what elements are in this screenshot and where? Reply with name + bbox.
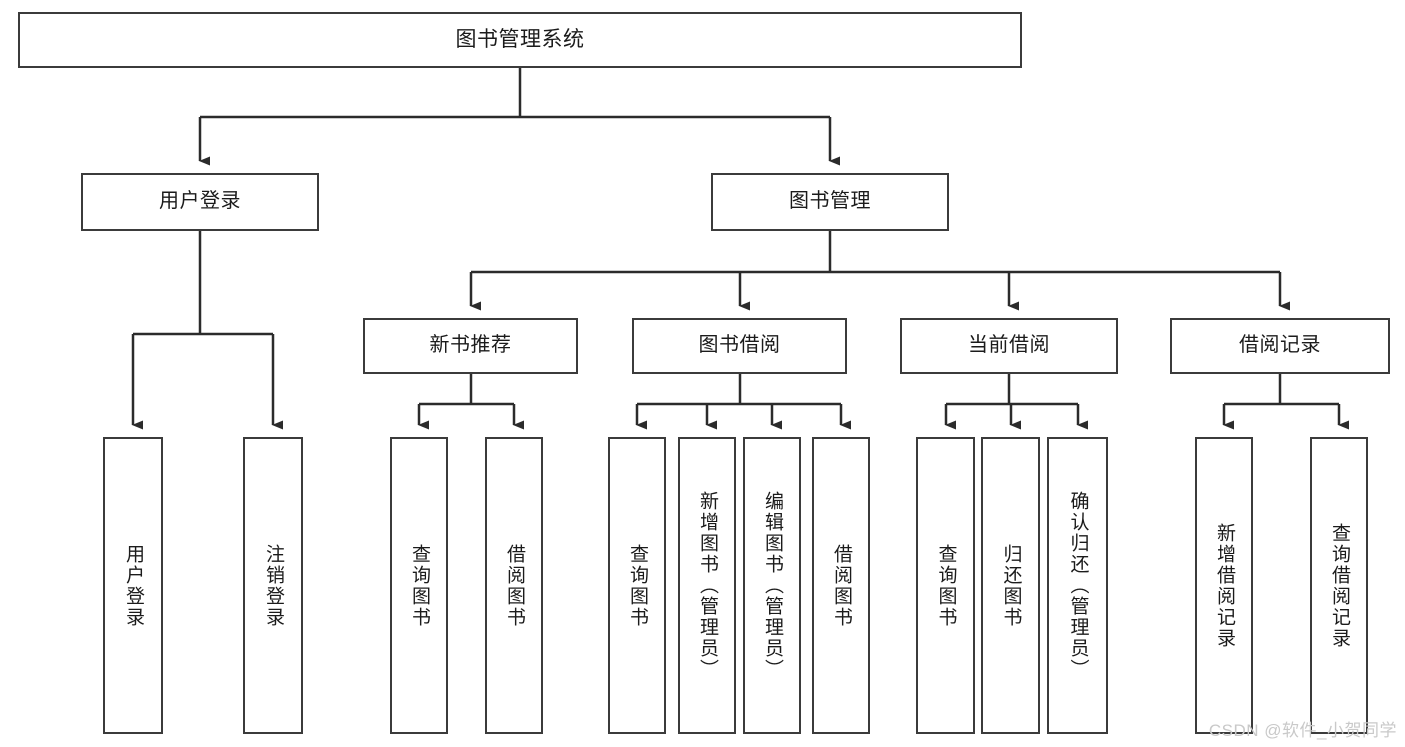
node-label: 查询图书 [408,543,430,628]
node-leaf-borrow-book-rec[interactable]: 借阅图书 [485,437,543,734]
node-label: 借阅图书 [830,543,852,628]
node-new-book-recommend[interactable]: 新书推荐 [363,318,578,374]
node-label: 当前借阅 [968,334,1050,357]
node-label: 图书管理系统 [455,27,585,51]
node-book-management[interactable]: 图书管理 [711,173,949,231]
node-leaf-query-book-borrow[interactable]: 查询图书 [608,437,666,734]
node-label: 查询图书 [626,543,648,628]
node-user-login[interactable]: 用户登录 [81,173,319,231]
node-leaf-query-record[interactable]: 查询借阅记录 [1310,437,1368,734]
node-label: 借阅记录 [1239,334,1321,357]
node-label: 注销登录 [262,543,284,628]
csdn-watermark: CSDN @软件_小贺同学 [1208,721,1397,740]
node-leaf-add-book[interactable]: 新增图书（管理员） [678,437,736,734]
node-leaf-confirm-return[interactable]: 确认归还（管理员） [1047,437,1108,734]
node-label: 查询图书 [935,543,957,628]
node-label: 新增借阅记录 [1213,522,1235,649]
node-leaf-borrow-book[interactable]: 借阅图书 [812,437,870,734]
node-label: 新书推荐 [429,334,512,357]
node-label: 用户登录 [159,190,241,213]
node-leaf-return-book[interactable]: 归还图书 [981,437,1040,734]
node-label: 查询借阅记录 [1328,522,1350,649]
node-current-borrow[interactable]: 当前借阅 [900,318,1118,374]
node-book-borrow[interactable]: 图书借阅 [632,318,847,374]
node-borrow-record[interactable]: 借阅记录 [1170,318,1390,374]
node-leaf-logout[interactable]: 注销登录 [243,437,303,734]
node-label: 用户登录 [122,543,144,628]
node-label: 新增图书（管理员） [696,491,718,680]
node-label: 确认归还（管理员） [1067,491,1089,680]
node-leaf-edit-book[interactable]: 编辑图书（管理员） [743,437,801,734]
node-leaf-user-login[interactable]: 用户登录 [103,437,163,734]
node-label: 借阅图书 [503,543,525,628]
node-label: 图书借阅 [698,334,781,357]
node-leaf-add-record[interactable]: 新增借阅记录 [1195,437,1253,734]
node-leaf-query-book-rec[interactable]: 查询图书 [390,437,448,734]
node-root[interactable]: 图书管理系统 [18,12,1022,68]
node-leaf-query-book-current[interactable]: 查询图书 [916,437,975,734]
node-label: 编辑图书（管理员） [761,491,783,680]
node-label: 图书管理 [789,190,871,213]
node-label: 归还图书 [1000,543,1022,628]
